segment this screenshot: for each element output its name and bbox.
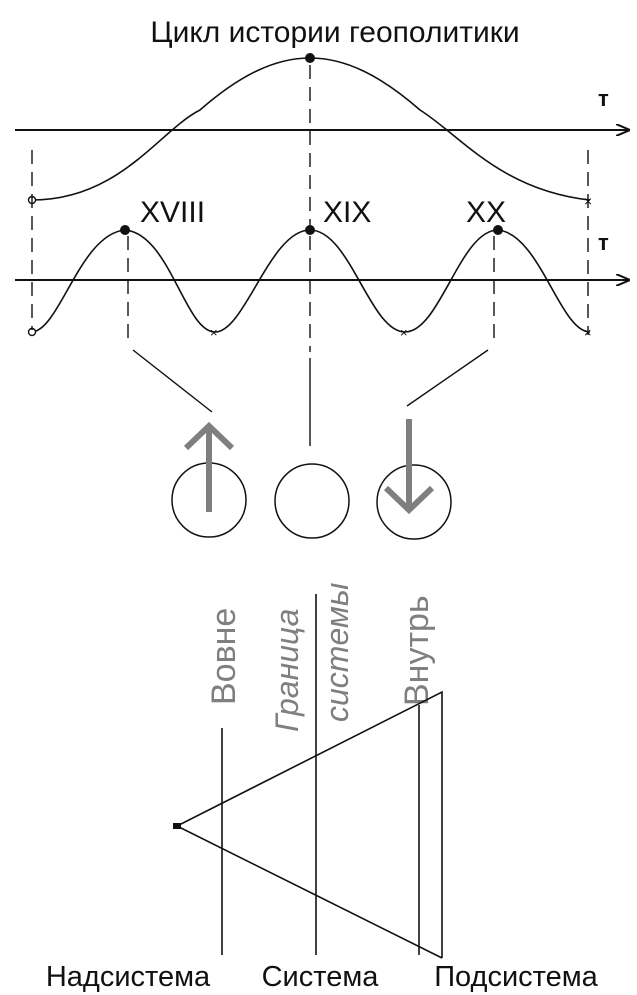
trough-mark-2: × xyxy=(400,325,408,340)
level-divider-lines xyxy=(221,594,420,955)
trough-mark-1: × xyxy=(210,325,218,340)
peak-point-xx xyxy=(493,225,503,235)
diagram-title: Цикл истории геополитики xyxy=(150,16,519,49)
level-label-system: Система xyxy=(262,961,380,993)
century-label-xx: XX xyxy=(466,196,506,229)
circle-icon xyxy=(376,464,452,540)
century-label-xix: XIX xyxy=(323,196,371,229)
century-label-xviii: XVIII xyxy=(140,196,205,229)
label-inward: Внутрь xyxy=(398,595,436,706)
dashed-guides xyxy=(31,65,589,352)
level-label-subsystem: Подсистема xyxy=(434,961,598,993)
label-outward: Вовне xyxy=(205,608,243,705)
label-boundary-line1: Граница xyxy=(269,609,305,732)
label-boundary-line2: системы xyxy=(319,583,355,722)
lower-axis-label: т xyxy=(598,230,609,255)
arrow-up-icon xyxy=(183,421,235,512)
upper-axis-label: т xyxy=(598,86,609,111)
peak-point-xix xyxy=(305,225,315,235)
arrow-down-icon xyxy=(383,419,435,515)
big-cycle-peak-point xyxy=(305,53,315,63)
system-hierarchy-triangle xyxy=(175,690,443,959)
peak-point-xviii xyxy=(120,225,130,235)
level-label-supersystem: Надсистема xyxy=(46,961,211,993)
triangle-apex-mark xyxy=(173,823,181,829)
connector-lines xyxy=(132,349,489,446)
circle-icon xyxy=(274,463,350,539)
